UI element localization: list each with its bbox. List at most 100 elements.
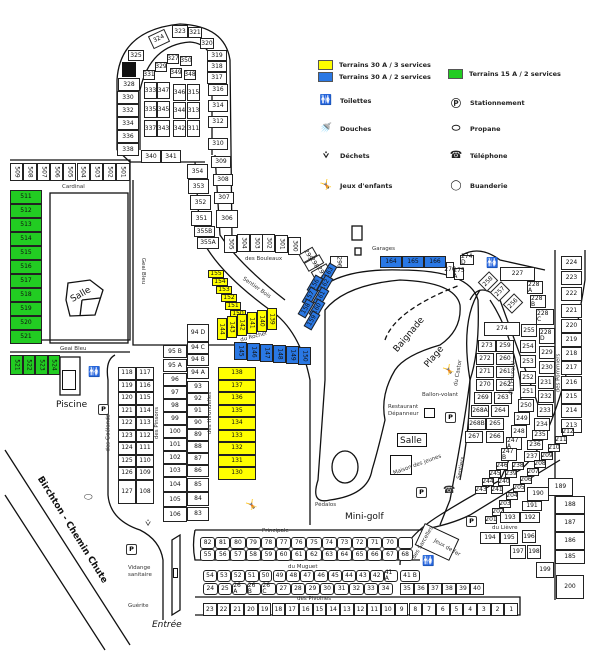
campsite-lot[interactable]: 334 — [117, 117, 139, 130]
campsite-lot[interactable]: 340 — [141, 150, 161, 163]
campsite-lot[interactable]: 82 — [200, 537, 216, 549]
campsite-lot[interactable]: 233 — [537, 404, 553, 417]
campsite-lot[interactable]: 346 — [173, 84, 186, 101]
campsite-lot[interactable]: 228 B — [530, 295, 546, 308]
campsite-lot[interactable]: 36 — [414, 583, 428, 595]
campsite-lot[interactable]: 61 — [291, 549, 307, 561]
campsite-lot[interactable]: 28 — [290, 583, 306, 595]
campsite-lot[interactable]: 147 — [260, 344, 273, 362]
campsite-lot[interactable]: 146 — [247, 343, 260, 361]
campsite-lot[interactable]: 247 B — [501, 448, 517, 461]
campsite-lot[interactable]: 122 — [118, 417, 136, 430]
campsite-lot[interactable]: 306 — [216, 210, 238, 228]
campsite-lot[interactable]: 343 — [157, 120, 170, 137]
campsite-lot[interactable]: 20 — [244, 603, 258, 616]
campsite-lot[interactable]: 18 — [271, 603, 286, 616]
campsite-lot[interactable]: 48 — [286, 570, 301, 582]
campsite-lot[interactable]: 514 — [10, 232, 42, 246]
campsite-lot[interactable]: 511 — [10, 190, 42, 204]
campsite-lot[interactable]: 38 — [442, 583, 456, 595]
campsite-lot[interactable]: 102 — [163, 451, 187, 464]
campsite-lot[interactable]: 88 — [187, 441, 209, 453]
campsite-lot[interactable]: 504 — [76, 163, 90, 181]
campsite-lot[interactable] — [397, 537, 413, 549]
campsite-lot[interactable]: 341 — [161, 150, 181, 163]
campsite-lot[interactable]: 95 B — [163, 345, 187, 358]
campsite-lot[interactable]: 193 — [500, 512, 520, 523]
campsite-lot[interactable]: 27 — [276, 583, 291, 595]
campsite-lot[interactable]: 139 — [267, 308, 277, 330]
campsite-lot[interactable]: 215 — [561, 390, 582, 404]
campsite-lot[interactable]: 268B — [468, 418, 486, 430]
campsite-lot[interactable]: 246 — [496, 462, 508, 470]
campsite-lot[interactable]: 42 — [369, 570, 384, 582]
campsite-lot[interactable]: 32 — [349, 583, 364, 595]
campsite-lot[interactable]: 151 — [225, 302, 241, 310]
campsite-lot[interactable]: 263 — [494, 392, 512, 404]
campsite-lot[interactable]: 166 — [424, 256, 446, 268]
campsite-lot[interactable]: 518 — [10, 288, 42, 302]
campsite-lot[interactable]: 336 — [117, 130, 139, 143]
campsite-lot[interactable]: 77 — [276, 537, 292, 549]
campsite-lot[interactable]: 308 — [213, 174, 233, 186]
campsite-lot[interactable]: 152 — [221, 294, 237, 302]
campsite-lot[interactable]: 187 — [555, 514, 585, 532]
campsite-lot[interactable]: 513 — [10, 218, 42, 232]
campsite-lot[interactable]: 71 — [367, 537, 383, 549]
campsite-lot[interactable]: 93 — [187, 381, 209, 393]
campsite-lot[interactable]: 114 — [136, 404, 154, 417]
campsite-lot[interactable]: 132 — [218, 442, 256, 455]
campsite-lot[interactable]: 232 — [538, 390, 554, 403]
campsite-lot[interactable]: 64 — [336, 549, 352, 561]
campsite-lot[interactable]: 144 — [217, 318, 227, 340]
campsite-lot[interactable]: 148 — [273, 345, 286, 363]
campsite-lot[interactable]: 145 — [234, 342, 247, 360]
campsite-lot[interactable]: 83 — [187, 507, 209, 521]
campsite-lot[interactable]: 109 — [136, 467, 154, 480]
campsite-lot[interactable]: 330 — [117, 91, 139, 104]
campsite-lot[interactable]: 78 — [260, 537, 276, 549]
campsite-lot[interactable]: 251 — [520, 385, 536, 398]
campsite-lot[interactable]: 216 — [561, 376, 582, 390]
campsite-lot[interactable]: 153 — [216, 286, 232, 294]
campsite-lot[interactable]: 269 — [474, 392, 492, 404]
campsite-lot[interactable]: 521 — [10, 355, 23, 375]
campsite-lot[interactable]: 195 — [500, 532, 518, 544]
campsite-lot[interactable]: 75 — [306, 537, 322, 549]
campsite-lot[interactable]: 123 — [118, 429, 136, 442]
campsite-lot[interactable]: 150 — [298, 347, 311, 365]
campsite-lot[interactable]: 243 — [475, 486, 487, 494]
campsite-lot[interactable]: 260 — [496, 353, 514, 365]
campsite-lot[interactable]: 108 — [136, 479, 154, 504]
campsite-lot[interactable]: 208 — [534, 460, 546, 468]
campsite-lot[interactable]: 136 — [218, 392, 256, 405]
campsite-lot[interactable]: 23 — [203, 603, 217, 616]
campsite-lot[interactable]: 218 — [561, 347, 582, 361]
campsite-lot[interactable]: 205 — [513, 484, 525, 492]
campsite-lot[interactable]: 220 — [561, 319, 582, 333]
campsite-lot[interactable]: 515 — [10, 246, 42, 260]
campsite-lot[interactable]: 516 — [10, 260, 42, 274]
campsite-lot[interactable]: 141 — [247, 312, 257, 334]
campsite-lot[interactable]: 520 — [10, 316, 42, 330]
campsite-lot[interactable]: 519 — [10, 302, 42, 316]
campsite-lot[interactable]: 76 — [291, 537, 307, 549]
campsite-lot[interactable]: 325 — [128, 50, 144, 61]
campsite-lot[interactable]: 230 — [539, 361, 555, 374]
campsite-lot[interactable]: 268A — [471, 405, 489, 417]
campsite-lot[interactable]: 338 — [117, 143, 139, 156]
campsite-lot[interactable]: 329 — [155, 62, 167, 72]
campsite-lot[interactable]: 264 — [491, 405, 509, 417]
campsite-lot[interactable]: 203 — [499, 500, 511, 508]
campsite-lot[interactable]: 506 — [49, 163, 64, 181]
campsite-lot[interactable]: 188 — [555, 496, 585, 514]
campsite-lot[interactable]: 503 — [89, 163, 104, 181]
campsite-lot[interactable]: 52 — [230, 570, 245, 582]
campsite-lot[interactable]: 43 — [355, 570, 370, 582]
campsite-lot[interactable]: 37 — [428, 583, 442, 595]
campsite-lot[interactable]: 300 — [288, 237, 301, 255]
campsite-lot[interactable]: 135 — [218, 404, 256, 417]
campsite-lot[interactable]: 59 — [260, 549, 276, 561]
campsite-lot[interactable]: 131 — [218, 454, 256, 467]
campsite-lot[interactable]: 505 — [63, 163, 77, 181]
